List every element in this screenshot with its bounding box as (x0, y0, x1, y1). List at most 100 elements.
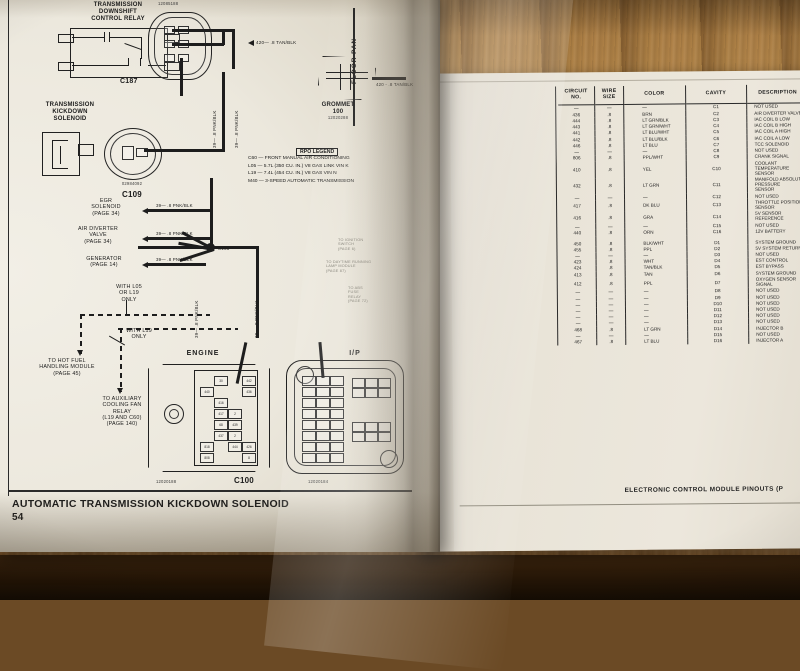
left-manual-page: TRANSMISSION DOWNSHIFT CONTROL RELAY C18… (0, 0, 440, 552)
dashed-arrow-aux-fan (117, 388, 123, 394)
ip-cavity (330, 442, 344, 452)
cell-description: 5V SENSOR REFERENCE (747, 210, 800, 222)
ip-cavity (302, 442, 316, 452)
ip-cavity (316, 453, 330, 463)
cell-circuit-no: 417 (573, 203, 581, 209)
engine-cavity: 30 (214, 376, 228, 386)
ref-arrow-generator (142, 262, 148, 268)
cell-color: GRA (624, 211, 687, 224)
solenoid-coil-mid (60, 146, 62, 164)
connector-lead-c-drop (180, 58, 183, 96)
grommet-rib-3 (340, 64, 342, 90)
cell-wire-size: .8 (595, 211, 625, 224)
connector-pin-6 (178, 54, 189, 62)
cell-description: SYSTEM GROUND (748, 269, 800, 277)
ip-cavity (302, 398, 316, 408)
cell-description: OXYGEN SENSOR SIGNAL (748, 275, 800, 288)
col-header-description: DESCRIPTION (746, 84, 800, 104)
cell-circuit-no: 410 (572, 167, 581, 173)
splice-branch-right (212, 246, 258, 249)
ip-connector-inner (294, 368, 396, 466)
engine-connector-terminal-block (194, 370, 258, 466)
connector-lead-a (172, 29, 234, 32)
engine-part-number: 12020188 (156, 479, 177, 484)
cell-circuit-no: 432 (573, 183, 581, 189)
solenoid-coil-top (52, 140, 68, 142)
ref-generator: GENERATOR (PAGE 14) (86, 256, 122, 269)
engine-cavity: 2 (228, 409, 242, 419)
ip-connector-bolt-br (380, 450, 398, 468)
cell-cavity: D16 (687, 337, 749, 345)
dashed-route-mid (118, 328, 238, 331)
dashed-arrow-hot-fuel (77, 350, 83, 356)
desk-shadow-band (0, 555, 800, 600)
cell-description: MANIFOLD ABSOLUTE PRESSURE SENSOR (747, 175, 800, 193)
grommet-out-wire (372, 77, 406, 80)
right-manual-page: CIRCUIT NO. WIRE SIZE COLOR CAVITY DESCR… (415, 70, 800, 552)
ip-cavity (352, 422, 365, 432)
relay-coil-lead-1 (72, 37, 104, 39)
cell-circuit-no: 412 (573, 280, 582, 286)
ref-air-diverter-valve: AIR DIVERTER VALVE (PAGE 34) (77, 226, 119, 245)
relay-coil-stub-2 (140, 58, 142, 66)
relay-terminal-tl (58, 34, 74, 43)
connector-lead-a-drop (232, 29, 235, 69)
cell-description: 5V SYSTEM RETURN (747, 244, 800, 252)
cell-circuit-no: 450 (573, 240, 582, 246)
note-with-l19-only: WITH L19 ONLY (126, 328, 152, 341)
cell-cavity: C13 (686, 199, 748, 212)
rpo-legend-entry: C60 — FRONT MANUAL AIR CONDITIONING (248, 156, 350, 161)
ref-wire-adv (148, 237, 212, 240)
wire-label-pnk-blk-v4: 39— .8 PNK/BLK (194, 300, 199, 338)
grommet-part-number: 12020288 (327, 115, 349, 120)
ip-cavity (316, 431, 330, 441)
solenoid-coil-line (52, 140, 54, 168)
ip-cavity (302, 420, 316, 430)
relay-terminal-tr (164, 34, 180, 43)
top-connector-part-number: 12085188 (158, 1, 179, 6)
solenoid-connector-pin-1 (122, 146, 134, 160)
page-footer-title: AUTOMATIC TRANSMISSION KICKDOWN SOLENOID (12, 498, 289, 510)
relay-coil-stub-1 (128, 58, 130, 66)
page-bottom-warp-shading (0, 492, 440, 552)
ip-cavity (330, 431, 344, 441)
cell-cavity: C11 (685, 176, 748, 194)
col-header-wire-size: WIRE SIZE (594, 85, 624, 105)
floor-pan-line (353, 8, 355, 126)
cell-color: BLK/WHT (624, 234, 687, 247)
ip-connector-bolt-tl (296, 366, 314, 384)
ip-cavity (352, 388, 365, 398)
cell-description: THROTTLE POSITION SENSOR (747, 198, 800, 211)
splice-branch-up (210, 178, 213, 248)
ref-egr-solenoid: EGR SOLENOID (PAGE 34) (91, 198, 121, 217)
ip-cavity (378, 432, 391, 442)
engine-cavity: 436 (242, 387, 256, 397)
cell-circuit-no: 467 (574, 339, 583, 345)
dashed-route-top (80, 314, 210, 317)
dashed-route-left-down (80, 314, 83, 354)
solenoid-out-wire (144, 149, 224, 152)
wiring-diagram-sheet: TRANSMISSION DOWNSHIFT CONTROL RELAY C18… (8, 0, 428, 532)
wire-label-pnk-blk-v1: 39— .8 PNK/BLK (212, 110, 217, 148)
page-top-warp-shading (0, 0, 440, 18)
solenoid-coil-bot (52, 168, 68, 170)
col-header-circuit-no: CIRCUIT NO. (558, 86, 595, 105)
grommet-label: GROMMET 100 (321, 102, 355, 115)
relay-internal-note (100, 51, 101, 56)
wire-arrow-tan-blk-top (248, 40, 254, 46)
cell-description: AIR DIVERTER VALVE (746, 109, 800, 117)
engine-cavity: 442 (242, 376, 256, 386)
ip-connector-outline (286, 360, 404, 474)
ip-cavity (330, 387, 344, 397)
cell-wire-size: .8 (595, 160, 625, 178)
rpo-legend-entry: L19 — 7.4L (454 CU. IN.) V8 GAS VIN N (248, 171, 337, 177)
ref-arrow-egr (142, 208, 148, 214)
cell-wire-size: .8 (595, 200, 625, 212)
cell-cavity: C10 (685, 159, 748, 177)
ip-cavity (302, 387, 316, 397)
rpo-legend-entry: M40 — 3-SPEED AUTOMATIC TRANSMISSION (248, 178, 354, 184)
solenoid-out-wire-up (222, 72, 225, 152)
